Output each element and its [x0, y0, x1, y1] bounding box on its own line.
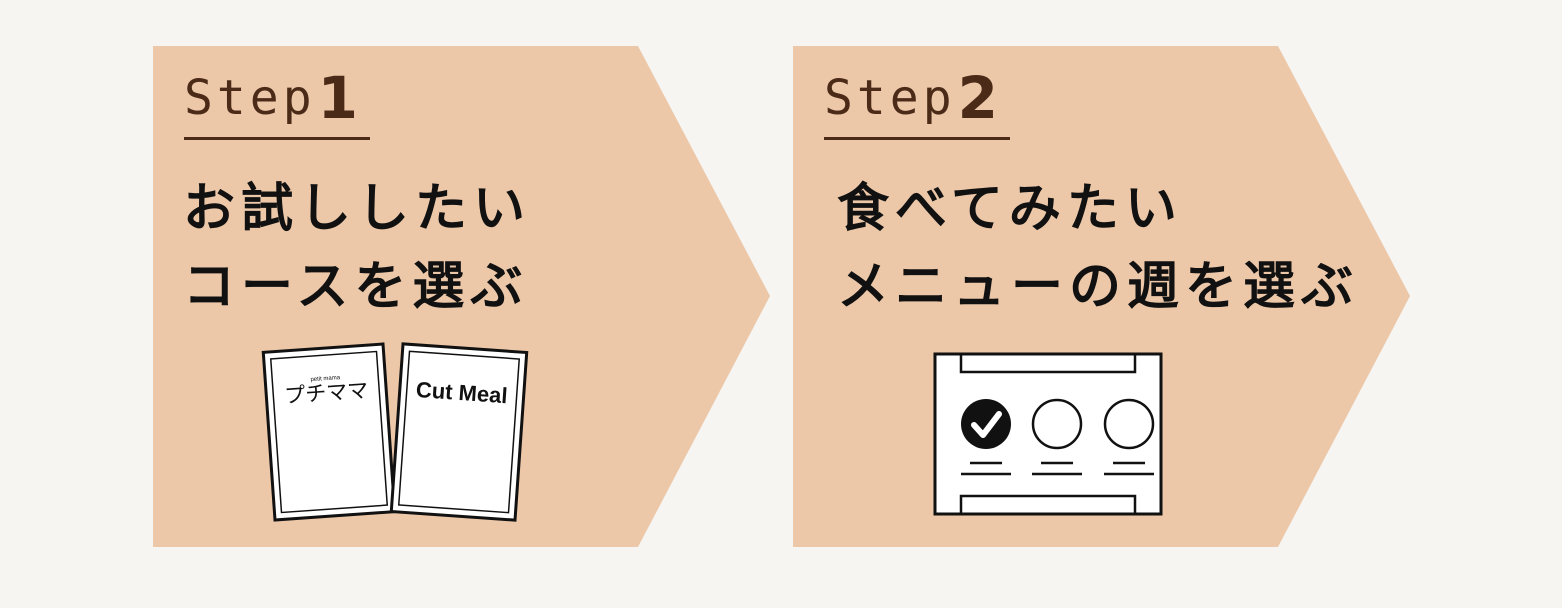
step-1-word: Step [184, 70, 316, 126]
checkmark-icon [971, 411, 1002, 438]
step-2-text-line-1: 食べてみたい [837, 179, 1183, 239]
course-card-petit-mama: petit mama プチママ [261, 342, 397, 522]
step-1-text-line-1: お試ししたい [183, 179, 532, 239]
empty-circle-icon [1031, 398, 1083, 450]
empty-circle-icon [1103, 398, 1155, 450]
week-option-1 [961, 399, 1011, 476]
step-1-text: お試ししたい コースを選ぶ [183, 170, 531, 326]
card1-label: プチママ [284, 378, 369, 408]
step-1-number: 1 [317, 64, 358, 132]
week-selector-icon [933, 352, 1163, 516]
week-option-2 [1031, 398, 1083, 476]
step-1-underline [184, 137, 370, 140]
step-2-text: 食べてみたい メニューの週を選ぶ [837, 170, 1359, 326]
course-card-cut-meal: Cut Meal [389, 342, 529, 522]
top-bracket [959, 355, 1137, 374]
checked-circle-icon [961, 399, 1011, 449]
step-2-text-line-2: メニューの週を選ぶ [837, 257, 1360, 317]
card1-top-label: petit mama [310, 375, 341, 383]
course-cards-icon: petit mama プチママ Cut Meal [261, 342, 529, 522]
week-option-3 [1103, 398, 1155, 476]
step-2-number: 2 [957, 64, 998, 132]
step-2-word: Step [824, 70, 956, 126]
step-2-underline [824, 137, 1010, 140]
step-1-text-line-2: コースを選ぶ [183, 257, 529, 317]
bottom-bracket [959, 494, 1137, 513]
